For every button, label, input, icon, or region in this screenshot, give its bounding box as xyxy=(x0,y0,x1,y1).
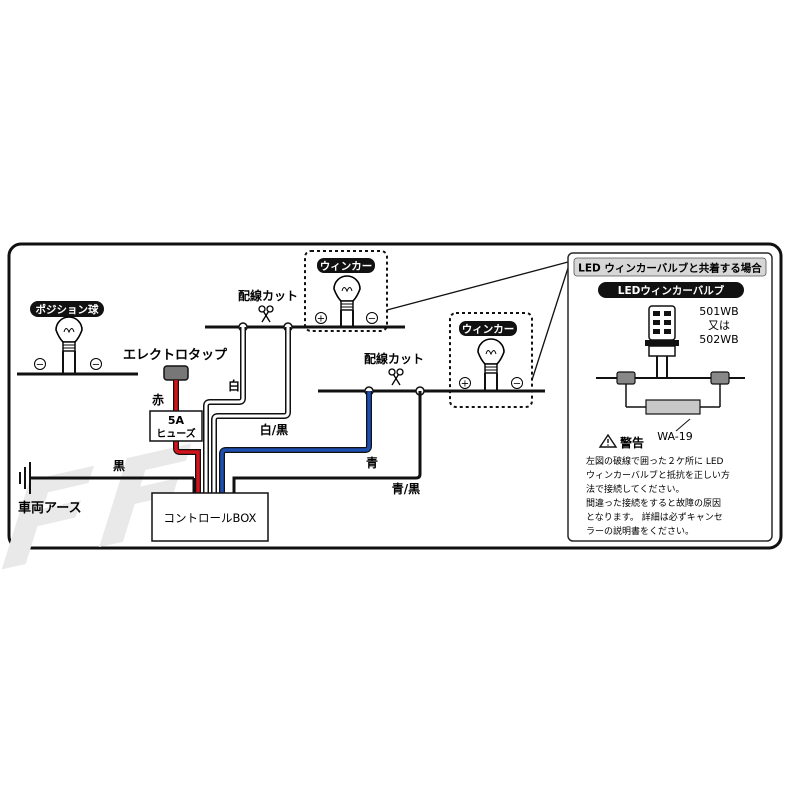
electro-tap-label: エレクトロタップ xyxy=(123,348,228,363)
electro-tap xyxy=(163,365,189,381)
white-wire-label: 白 xyxy=(228,378,240,393)
svg-text:−: − xyxy=(36,360,44,371)
resistor xyxy=(645,399,701,415)
warning-line-4: 間違った接続をすると故障の原因 xyxy=(586,497,721,509)
warning-line-5: となります。 詳細は必ずキャンセ xyxy=(586,511,723,523)
white-black-wire-label: 白/黒 xyxy=(260,422,288,437)
winker-upper-group: ウィンカー + − xyxy=(304,250,388,332)
warning-line-3: 法で接続してください。 xyxy=(586,483,684,495)
blue-black-wire xyxy=(232,391,422,493)
control-box-label: コントロールBOX xyxy=(164,511,257,525)
position-bulb-group: ポジション球 − − xyxy=(17,301,138,376)
svg-text:−: − xyxy=(368,314,376,325)
warning-triangle-icon xyxy=(598,433,618,448)
warning-title: 警告 xyxy=(619,435,644,450)
winker-upper-label: ウィンカー xyxy=(320,261,373,273)
svg-text:−: − xyxy=(513,379,521,390)
wiring-cut-label-2: 配線カット xyxy=(364,351,424,366)
resistor-label: WA-19 xyxy=(657,430,693,443)
inset-title: LED ウィンカーバルブと共着する場合 xyxy=(578,262,762,275)
control-box xyxy=(151,492,269,542)
fuse-label-2: ヒューズ xyxy=(156,427,196,440)
led-bulb-label: LEDウィンカーバルブ xyxy=(618,284,725,297)
inset-panel: LED ウィンカーバルブと共着する場合 LEDウィンカーバルブ 501WB 又は… xyxy=(567,252,773,542)
warning-line-1: 左図の破線で囲った２ケ所に LED xyxy=(586,455,724,467)
wiring-cut-label-1: 配線カット xyxy=(238,288,298,303)
red-wire-label: 赤 xyxy=(152,392,164,407)
warning-line-2: ウィンカーバルブと抵抗を正しい方 xyxy=(586,469,730,481)
warning-line-6: ラーの説明書をください。 xyxy=(586,525,694,537)
ground-label: 車両アース xyxy=(18,500,82,516)
winker-lower-label: ウィンカー xyxy=(462,324,515,336)
svg-text:+: + xyxy=(317,314,325,325)
svg-text:−: − xyxy=(92,360,100,371)
model-or: 又は xyxy=(708,319,730,332)
model-1: 501WB xyxy=(699,305,738,318)
position-bulb-label: ポジション球 xyxy=(36,303,99,316)
fuse-label-1: 5A xyxy=(168,414,185,427)
fuse xyxy=(149,410,203,442)
blue-wire-label: 青 xyxy=(366,455,378,470)
blue-black-wire-label: 青/黒 xyxy=(392,481,420,496)
winker-lower-group: ウィンカー + − xyxy=(449,312,533,408)
model-2: 502WB xyxy=(699,333,738,346)
svg-text:+: + xyxy=(461,379,469,390)
black-wire-label: 黒 xyxy=(113,459,125,473)
led-bulb-icon xyxy=(645,305,679,378)
